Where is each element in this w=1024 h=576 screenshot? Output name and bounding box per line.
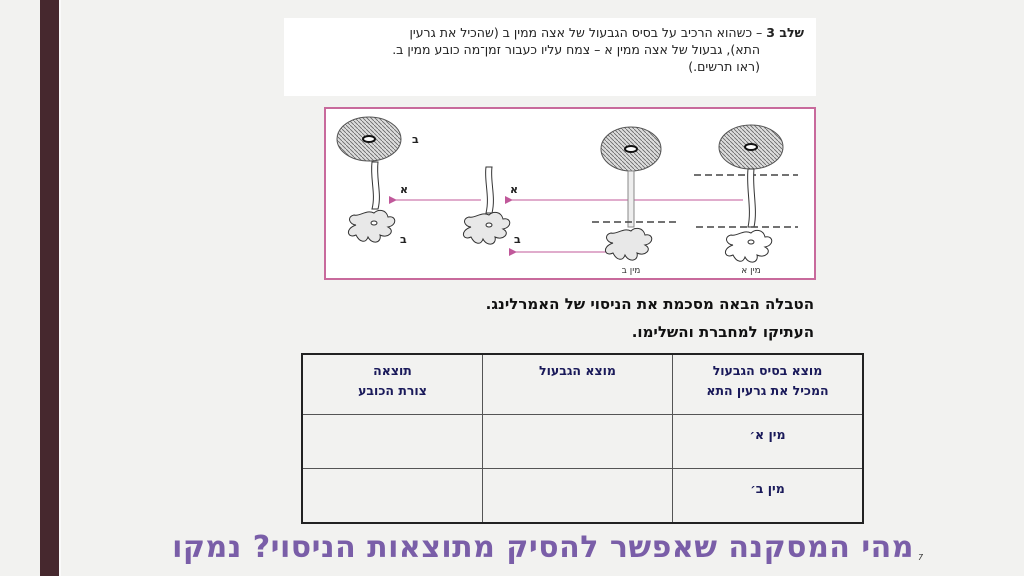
table-row: מין ב׳ <box>301 468 864 524</box>
slide-number: 7 <box>918 553 924 562</box>
instructions-line-1: הטבלה הבאה מסכמת את הניסוי של האמרלינג. <box>485 295 814 313</box>
header-result: תוצאה צורת הכובע <box>301 353 483 415</box>
stalk <box>747 168 756 228</box>
cell-stalk <box>482 468 673 524</box>
step-description: שלב 3 – כשהוא הרכיב על בסיס הגבעול של אצ… <box>284 18 816 96</box>
instructions-line-2: העתיקו למחברת והשלימו. <box>631 323 814 341</box>
diagram-svg: ב א ב א ב מין ב <box>336 116 798 276</box>
base-label: ב <box>400 233 407 246</box>
header-stalk-origin: מוצא הגבעול <box>482 353 673 415</box>
question-title: מהי המסקנה שאפשר להסיק מתוצאות הניסוי? נ… <box>172 530 914 565</box>
base-label: ב <box>514 233 521 246</box>
species-a-label: מין א <box>741 266 760 276</box>
table-header-row: מוצא בסיס הגבעול המכיל את גרעין התא מוצא… <box>301 353 864 415</box>
step-line-3: (ראו תרשים.) <box>688 59 760 74</box>
stalk <box>627 170 635 228</box>
summary-table: מוצא בסיס הגבעול המכיל את גרעין התא מוצא… <box>301 353 864 524</box>
step-line-1: – כשהוא הרכיב על בסיס הגבעול של אצה ממין… <box>409 25 767 40</box>
grafting-diagram: ב א ב א ב מין ב <box>324 107 816 280</box>
stalk-label: א <box>400 183 408 196</box>
cell-result <box>301 414 483 469</box>
organism-species-a: מין א <box>694 124 798 276</box>
cell-base: מין א׳ <box>672 414 864 469</box>
step-label: שלב 3 <box>766 25 804 40</box>
base-species-b <box>348 209 396 243</box>
step-line-2: התא), גבעול של אצה ממין א – צמח עליו כעב… <box>392 42 760 57</box>
stalk-species-a <box>485 166 494 214</box>
cap-label: ב <box>412 133 419 146</box>
organism-grafted: א ב <box>463 166 521 246</box>
accent-bar <box>40 0 59 576</box>
header-base-origin: מוצא בסיס הגבעול המכיל את גרעין התא <box>672 353 864 415</box>
table-row: מין א׳ <box>301 414 864 469</box>
species-b-label: מין ב <box>622 266 641 276</box>
base-species-b <box>463 211 511 245</box>
organism-result: ב א ב <box>336 116 419 246</box>
base <box>725 229 773 263</box>
organism-species-b: מין ב <box>592 126 678 276</box>
cell-base: מין ב׳ <box>672 468 864 524</box>
accent-bar-edge <box>59 0 61 576</box>
stalk-species-a <box>371 161 380 210</box>
cell-stalk <box>482 414 673 469</box>
instructions: הטבלה הבאה מסכמת את הניסוי של האמרלינג. … <box>486 290 814 346</box>
base <box>605 227 653 261</box>
cell-result <box>301 468 483 524</box>
stalk-label: א <box>510 183 518 196</box>
